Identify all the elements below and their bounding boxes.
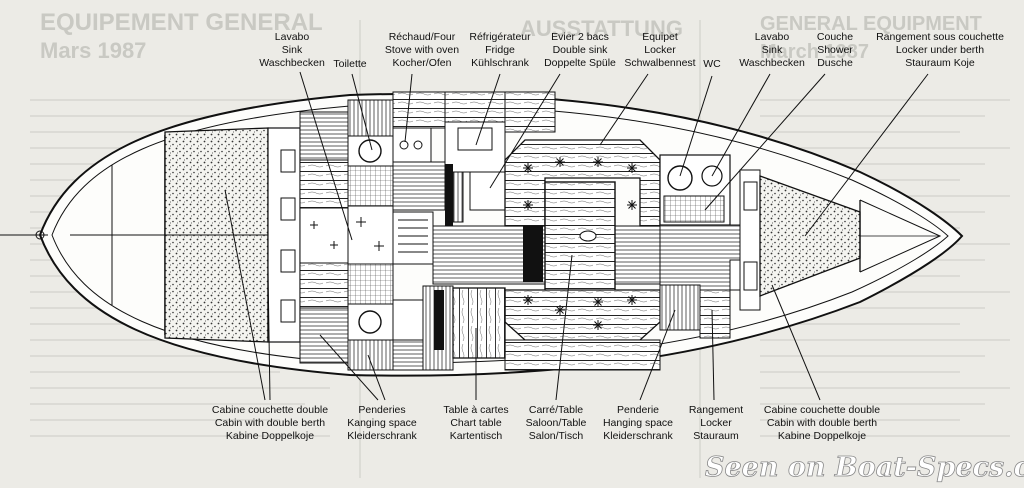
cushion-star-icon: [593, 320, 603, 330]
bg-left-date: Mars 1987: [40, 38, 146, 63]
toilet-area-grid: [347, 165, 394, 207]
saloon: [504, 139, 661, 371]
leader-line-double-sink: [489, 73, 561, 189]
leader-line-wc: [679, 75, 713, 177]
aft-heads-zone: [299, 99, 394, 371]
cushion-star-icon: [593, 297, 603, 307]
leader-line-locker-under-berth: [804, 73, 929, 237]
leader-line-stove: [404, 73, 413, 143]
shower-grid: [663, 195, 725, 223]
leader-line-aft-cabin-2: [224, 189, 266, 401]
cushion-star-icon: [627, 163, 637, 173]
forward-cabin: [739, 169, 942, 311]
bg-right-date: March 1987: [760, 41, 869, 63]
leader-line-saloon: [555, 254, 573, 401]
leader-line-hanging-space-left-2: [367, 354, 386, 401]
cushion-star-icon: [523, 200, 533, 210]
hanging-locker-right: [659, 284, 701, 331]
leader-line-locker-bottom: [711, 309, 715, 401]
label-toilette: Toilette: [333, 58, 366, 70]
saloon-settee-top: [504, 139, 661, 227]
bg-mid-title: AUSSTATTUNG: [520, 16, 683, 41]
leader-line-locker-top: [599, 73, 649, 146]
companionway: [392, 211, 434, 265]
cushion-star-icon: [555, 157, 565, 167]
cushion-star-icon: [523, 295, 533, 305]
label-wc: WC: [703, 58, 721, 70]
cushion-star-icon: [593, 157, 603, 167]
leader-line-lavabo-right: [711, 73, 771, 177]
bg-left-title: EQUIPEMENT GENERAL: [40, 9, 323, 36]
wc-bowl: [667, 165, 693, 191]
cushion-star-icon: [627, 295, 637, 305]
aft-cabin: [164, 127, 301, 343]
cushion-star-icon: [555, 305, 565, 315]
stove: [392, 127, 432, 163]
bg-right-title: GENERAL EQUIPMENT: [760, 13, 982, 35]
cushion-star-icon: [523, 163, 533, 173]
leader-line-hanging-space-left: [319, 334, 379, 401]
leader-line-fridge: [475, 73, 501, 146]
cushion-star-icon: [627, 200, 637, 210]
chart-table: [452, 287, 506, 359]
leader-line-shower: [704, 73, 826, 211]
watermark: Seen on Boat-Specs.com: [705, 452, 1024, 483]
leader-line-fore-cabin: [771, 284, 821, 401]
nav-station: [392, 285, 506, 371]
sink-left-basin: [358, 139, 382, 163]
galley: [392, 91, 556, 230]
leader-line-aft-cabin: [267, 269, 271, 401]
leader-line-toilette: [351, 73, 373, 151]
leader-line-lavabo-left: [299, 71, 353, 241]
leader-line-hanging-space-right: [639, 309, 676, 401]
forward-heads: [659, 154, 761, 339]
